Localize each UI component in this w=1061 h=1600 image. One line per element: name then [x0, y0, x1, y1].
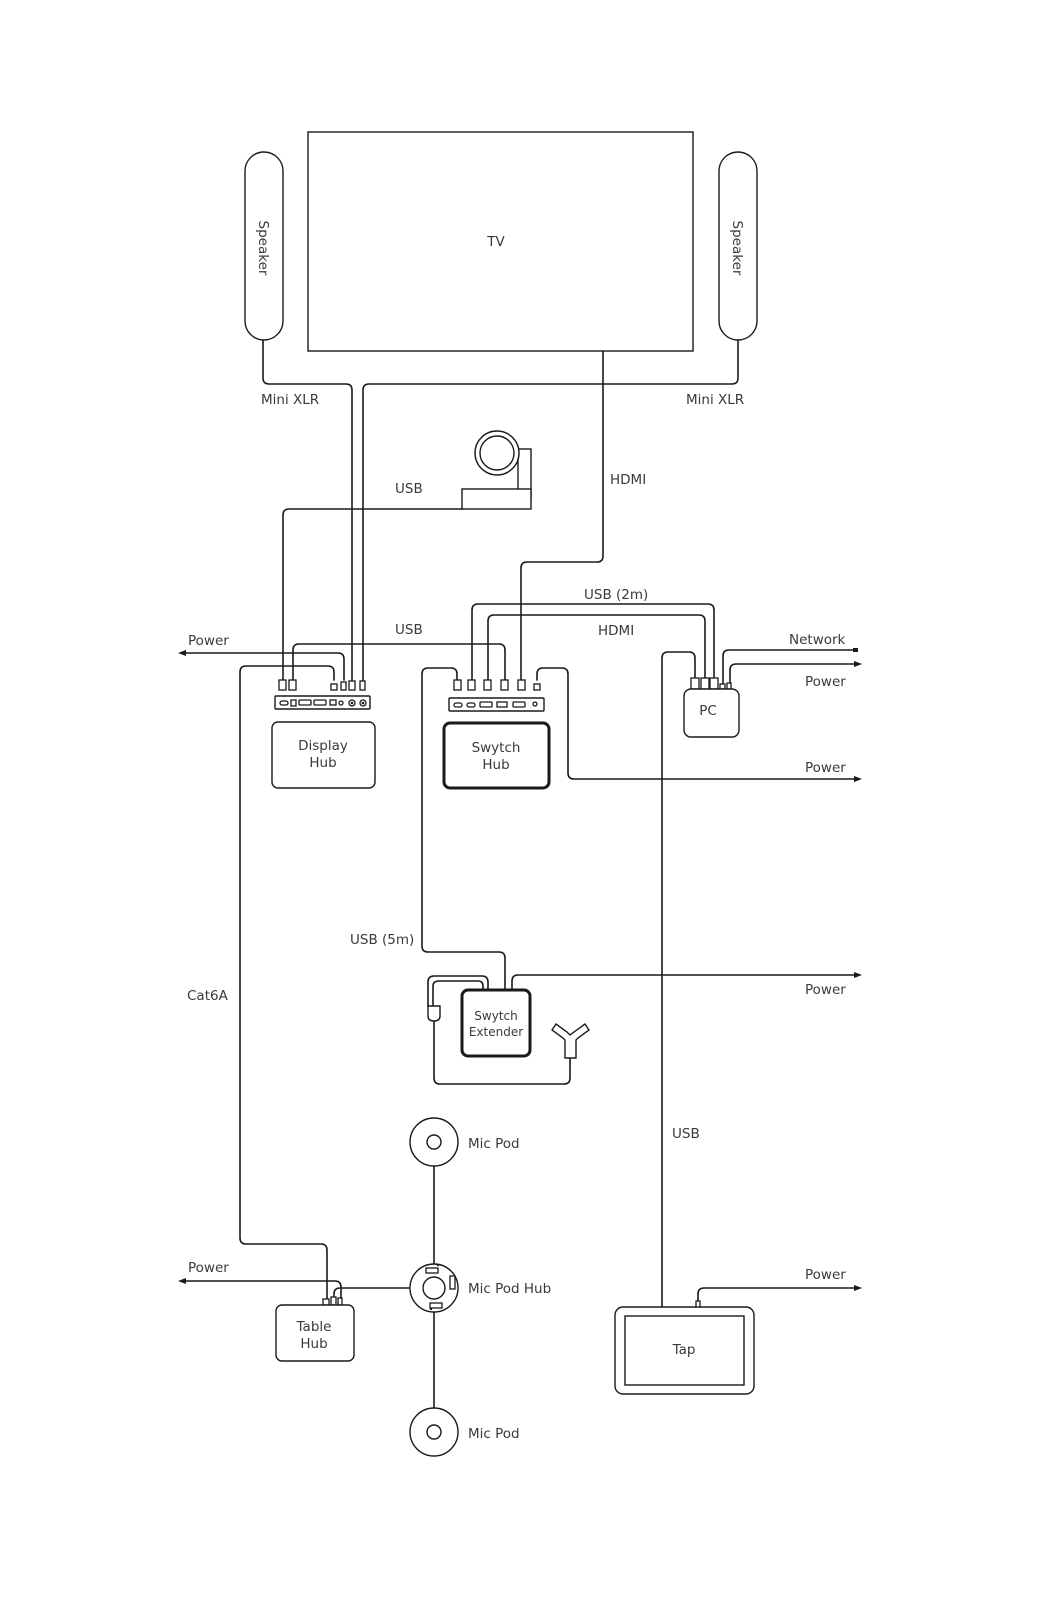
label-hub-usb: USB [395, 622, 423, 638]
label-usb-2m: USB (2m) [584, 587, 648, 603]
plug-icon [854, 1285, 862, 1291]
y-splitter-icon [551, 1023, 590, 1059]
cable-labels: Mini XLR Mini XLR USB HDMI USB (2m) HDMI… [187, 392, 846, 1283]
label-mini-xlr-right: Mini XLR [686, 392, 744, 408]
tap-screen [624, 1315, 745, 1386]
usb-plug-icon [427, 1005, 441, 1022]
cable-table-hub-mic [333, 1287, 411, 1299]
plug-icons [178, 648, 862, 1291]
cable-tap-usb [661, 651, 696, 1309]
pc-label: PC [699, 703, 717, 719]
mic-pod-bottom-label: Mic Pod [468, 1426, 520, 1442]
display-hub-label-line1: Display [298, 738, 348, 754]
plug-icon [178, 650, 186, 656]
tap-power-port [695, 1300, 701, 1308]
cable-power-tap [697, 1287, 859, 1306]
label-cat6a: Cat6A [187, 988, 229, 1004]
cable-cat6a [239, 665, 335, 1299]
label-power-tap: Power [805, 1267, 846, 1283]
mic-pod-top [409, 1117, 459, 1167]
table-hub [275, 1304, 355, 1362]
display-hub [271, 721, 376, 789]
speaker-left-label: Speaker [255, 221, 271, 276]
cable-power-table-hub [181, 1280, 342, 1299]
label-power-pc: Power [805, 674, 846, 690]
swytch-hub [442, 721, 551, 790]
cable-pc-hdmi [487, 614, 706, 681]
speaker-left [244, 151, 284, 341]
cables [181, 339, 859, 1410]
table-hub-label-line1: Table [296, 1319, 332, 1335]
label-tap-usb: USB [672, 1126, 700, 1142]
mic-pod-hub [409, 1263, 459, 1313]
label-power-swytch-hub: Power [805, 760, 846, 776]
tap-label: Tap [672, 1342, 696, 1358]
cable-tv-hdmi [520, 350, 604, 681]
label-tv-hdmi: HDMI [610, 472, 646, 488]
tv-label: TV [486, 234, 505, 250]
camera-icon [461, 430, 532, 510]
label-power-extender: Power [805, 982, 846, 998]
cable-hub-usb [292, 643, 506, 681]
cable-camera-usb [282, 508, 463, 681]
swytch-extender-label-line2: Extender [469, 1025, 523, 1039]
swytch-hub-label-line2: Hub [482, 757, 509, 773]
network-jack-icon [853, 648, 858, 652]
cable-extender-loop-outer [427, 975, 489, 1007]
label-pc-hdmi: HDMI [598, 623, 634, 639]
plug-icon [854, 661, 862, 667]
mic-pod-bottom [409, 1407, 459, 1457]
cable-usb-5m [421, 667, 506, 991]
label-network-pc: Network [789, 632, 846, 648]
display-hub-ports [274, 679, 371, 710]
speaker-right-label: Speaker [729, 221, 745, 276]
cable-power-swytch-hub [536, 667, 859, 780]
tv [307, 131, 694, 352]
plug-icon [854, 776, 862, 782]
label-usb-5m: USB (5m) [350, 932, 414, 948]
label-power-display-hub: Power [188, 633, 229, 649]
table-hub-ports [322, 1296, 343, 1306]
cable-network-pc [722, 649, 856, 685]
pc [683, 688, 740, 738]
cable-usb-2m [471, 603, 715, 681]
plug-icon [854, 972, 862, 978]
swytch-extender-label-line1: Swytch [474, 1009, 517, 1023]
label-mini-xlr-left: Mini XLR [261, 392, 319, 408]
cable-power-display-hub [181, 652, 345, 681]
cable-extender-bottom [433, 1020, 571, 1085]
swytch-extender [460, 988, 532, 1058]
mic-pod-hub-label: Mic Pod Hub [468, 1281, 551, 1297]
cable-mini-xlr-left [262, 339, 353, 681]
pc-ports [690, 677, 732, 690]
plug-icon [178, 1278, 186, 1284]
speaker-right [718, 151, 758, 341]
cable-extender-loop-inner [432, 980, 484, 1007]
swytch-hub-label-line1: Swytch [472, 740, 521, 756]
swytch-hub-ports [448, 679, 545, 712]
label-camera-usb: USB [395, 481, 423, 497]
mic-pod-top-label: Mic Pod [468, 1136, 520, 1152]
cable-power-extender [511, 974, 859, 991]
display-hub-label-line2: Hub [309, 755, 336, 771]
cable-mini-xlr-right [362, 339, 739, 681]
cable-power-pc [729, 663, 859, 685]
table-hub-label-line2: Hub [300, 1336, 327, 1352]
label-power-table-hub: Power [188, 1260, 229, 1276]
